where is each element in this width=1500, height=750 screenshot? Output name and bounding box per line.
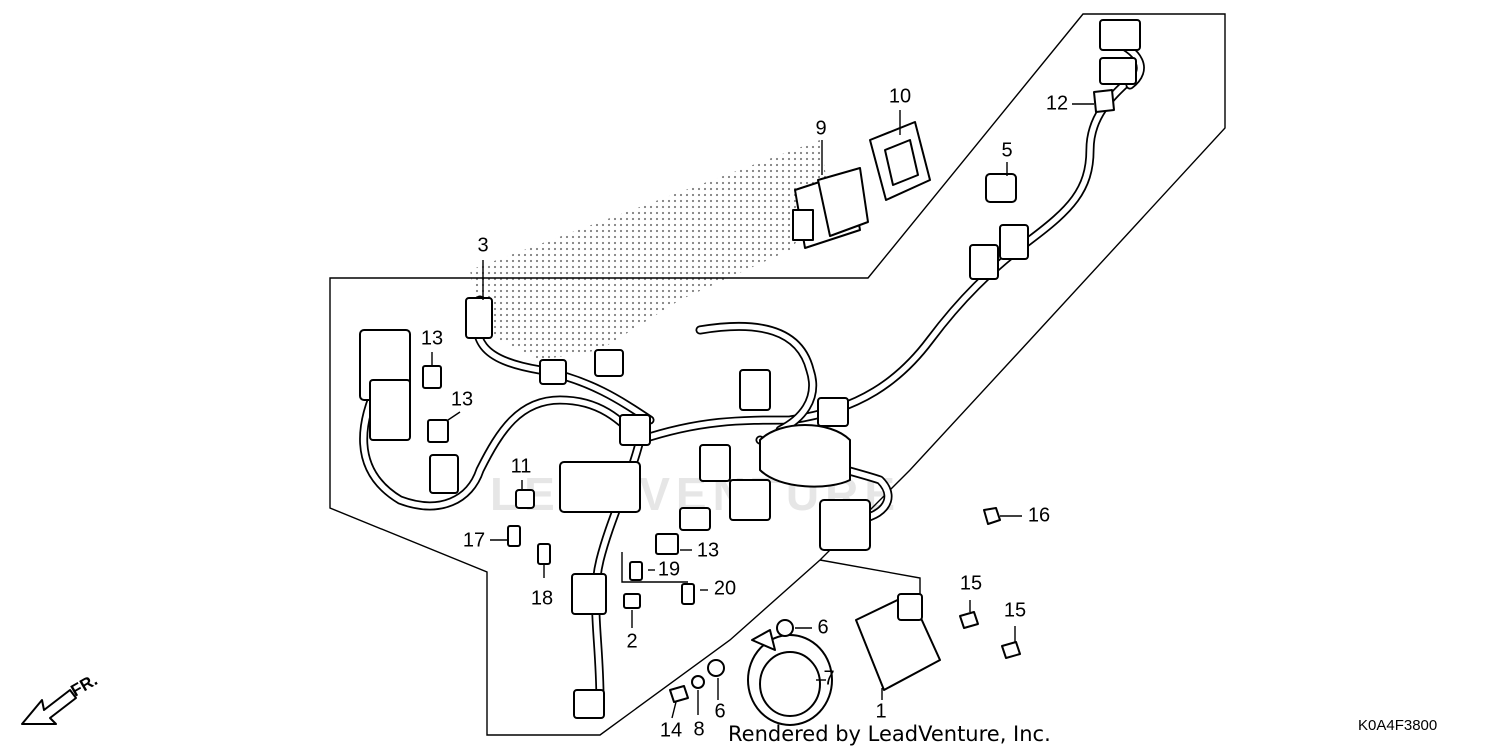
part-18-fuse [537,543,551,565]
callout-19: 19 [658,558,680,580]
callout-11: 11 [511,455,532,477]
part-10-cover [869,121,931,201]
part-17-fuse [507,525,521,547]
part-11-cap [515,489,535,509]
callout-5: 5 [1001,139,1012,161]
callout-13-b: 13 [451,388,473,410]
callout-17: 17 [463,529,485,551]
part-20-fuse [681,583,695,605]
callout-14: 14 [660,719,682,741]
callout-6-lower: 6 [714,700,725,722]
callout-16: 16 [1028,504,1050,526]
callout-7: 7 [823,667,834,689]
part-19-fuse [621,552,688,583]
callout-9: 9 [815,117,826,139]
part-2-fuse [623,593,641,609]
callout-13-c: 13 [697,539,719,561]
part-15-bolts [959,611,1021,659]
part-7-horn [747,629,833,726]
callout-labels: 1 2 3 5 6 6 7 8 9 10 11 12 13 13 13 14 1… [421,85,1068,741]
part-13-clips [422,365,679,555]
callout-20: 20 [714,577,736,599]
shaded-region [470,140,830,360]
leader-lines [431,103,1094,719]
part-1-control-unit [855,593,941,691]
part-6-washers [707,619,794,677]
part-9-ecu-module [792,167,869,249]
callout-1: 1 [875,700,886,722]
callout-12: 12 [1046,92,1068,114]
callout-15-b: 15 [1004,599,1026,621]
front-direction-arrow-icon: FR. [21,670,101,725]
callout-3: 3 [477,234,488,256]
callout-10: 10 [889,85,911,107]
render-credit: Rendered by LeadVenture, Inc. [728,722,1051,746]
part-16-bolt [983,507,1001,525]
part-12-clip [1093,89,1115,113]
part-5-relay [985,173,1017,203]
callout-6-upper: 6 [817,616,828,638]
callout-18: 18 [531,587,553,609]
callout-2: 2 [626,630,637,652]
harness-connectors [359,19,1141,719]
part-8-washer [691,675,705,689]
callout-13-a: 13 [421,327,443,349]
callout-8: 8 [693,718,704,740]
diagram-code: K0A4F3800 [1358,717,1437,734]
callout-15-a: 15 [960,572,982,594]
part-14-bolt [669,685,689,703]
